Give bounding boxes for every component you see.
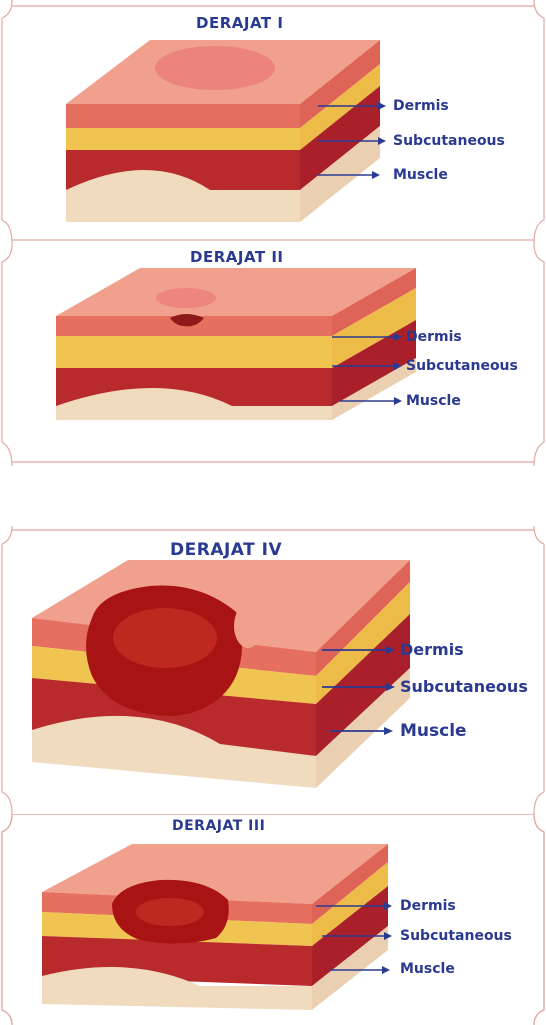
muscle-label: Muscle	[400, 961, 455, 977]
skin-cross-section-stage-1	[0, 0, 546, 244]
subcutaneous-label: Subcutaneous	[393, 133, 505, 149]
dermis-label: Dermis	[393, 98, 449, 114]
skin-cross-section-stage-3	[0, 814, 546, 1025]
stage-3-card: DERAJAT III Dermis Subcutaneous Muscle	[0, 814, 546, 1025]
subcutaneous-label: Subcutaneous	[400, 677, 528, 696]
stage-2-card: DERAJAT II Dermis Subcutaneous Muscle	[0, 244, 546, 466]
dermis-label: Dermis	[400, 640, 464, 659]
dermis-label: Dermis	[400, 898, 456, 914]
muscle-label: Muscle	[406, 393, 461, 409]
dermis-label: Dermis	[406, 329, 462, 345]
skin-cross-section-stage-2	[0, 244, 546, 466]
muscle-label: Muscle	[400, 721, 467, 741]
subcutaneous-label: Subcutaneous	[400, 928, 512, 944]
subcutaneous-label: Subcutaneous	[406, 358, 518, 374]
stage-1-card: DERAJAT I Dermis Subcutaneous Muscle	[0, 0, 546, 244]
muscle-label: Muscle	[393, 167, 448, 183]
stage-4-card: DERAJAT IV Dermis Subcutaneous Muscle	[0, 526, 546, 814]
skin-cross-section-stage-4	[0, 526, 546, 814]
